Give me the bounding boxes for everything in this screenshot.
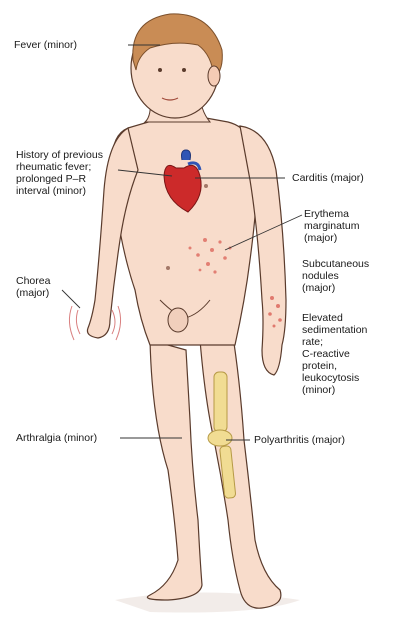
label-fever: Fever (minor) — [14, 39, 77, 51]
eye-right — [182, 68, 186, 72]
label-polyarthritis: Polyarthritis (major) — [254, 434, 345, 446]
ear — [208, 66, 220, 86]
label-elevated: Elevated sedimentation rate; C-reactive … — [302, 312, 367, 396]
genital-outline — [168, 308, 188, 332]
label-carditis: Carditis (major) — [292, 172, 364, 184]
eye-left — [158, 68, 162, 72]
label-history: History of previous rheumatic fever; pro… — [16, 149, 103, 197]
label-chorea: Chorea (major) — [16, 275, 50, 299]
label-nodules: Subcutaneous nodules (major) — [302, 258, 369, 294]
label-arthralgia: Arthralgia (minor) — [16, 432, 97, 444]
nipple-right — [204, 184, 208, 188]
navel — [166, 266, 170, 270]
left-leg — [147, 340, 202, 600]
label-erythema: Erythema marginatum (major) — [304, 208, 359, 244]
